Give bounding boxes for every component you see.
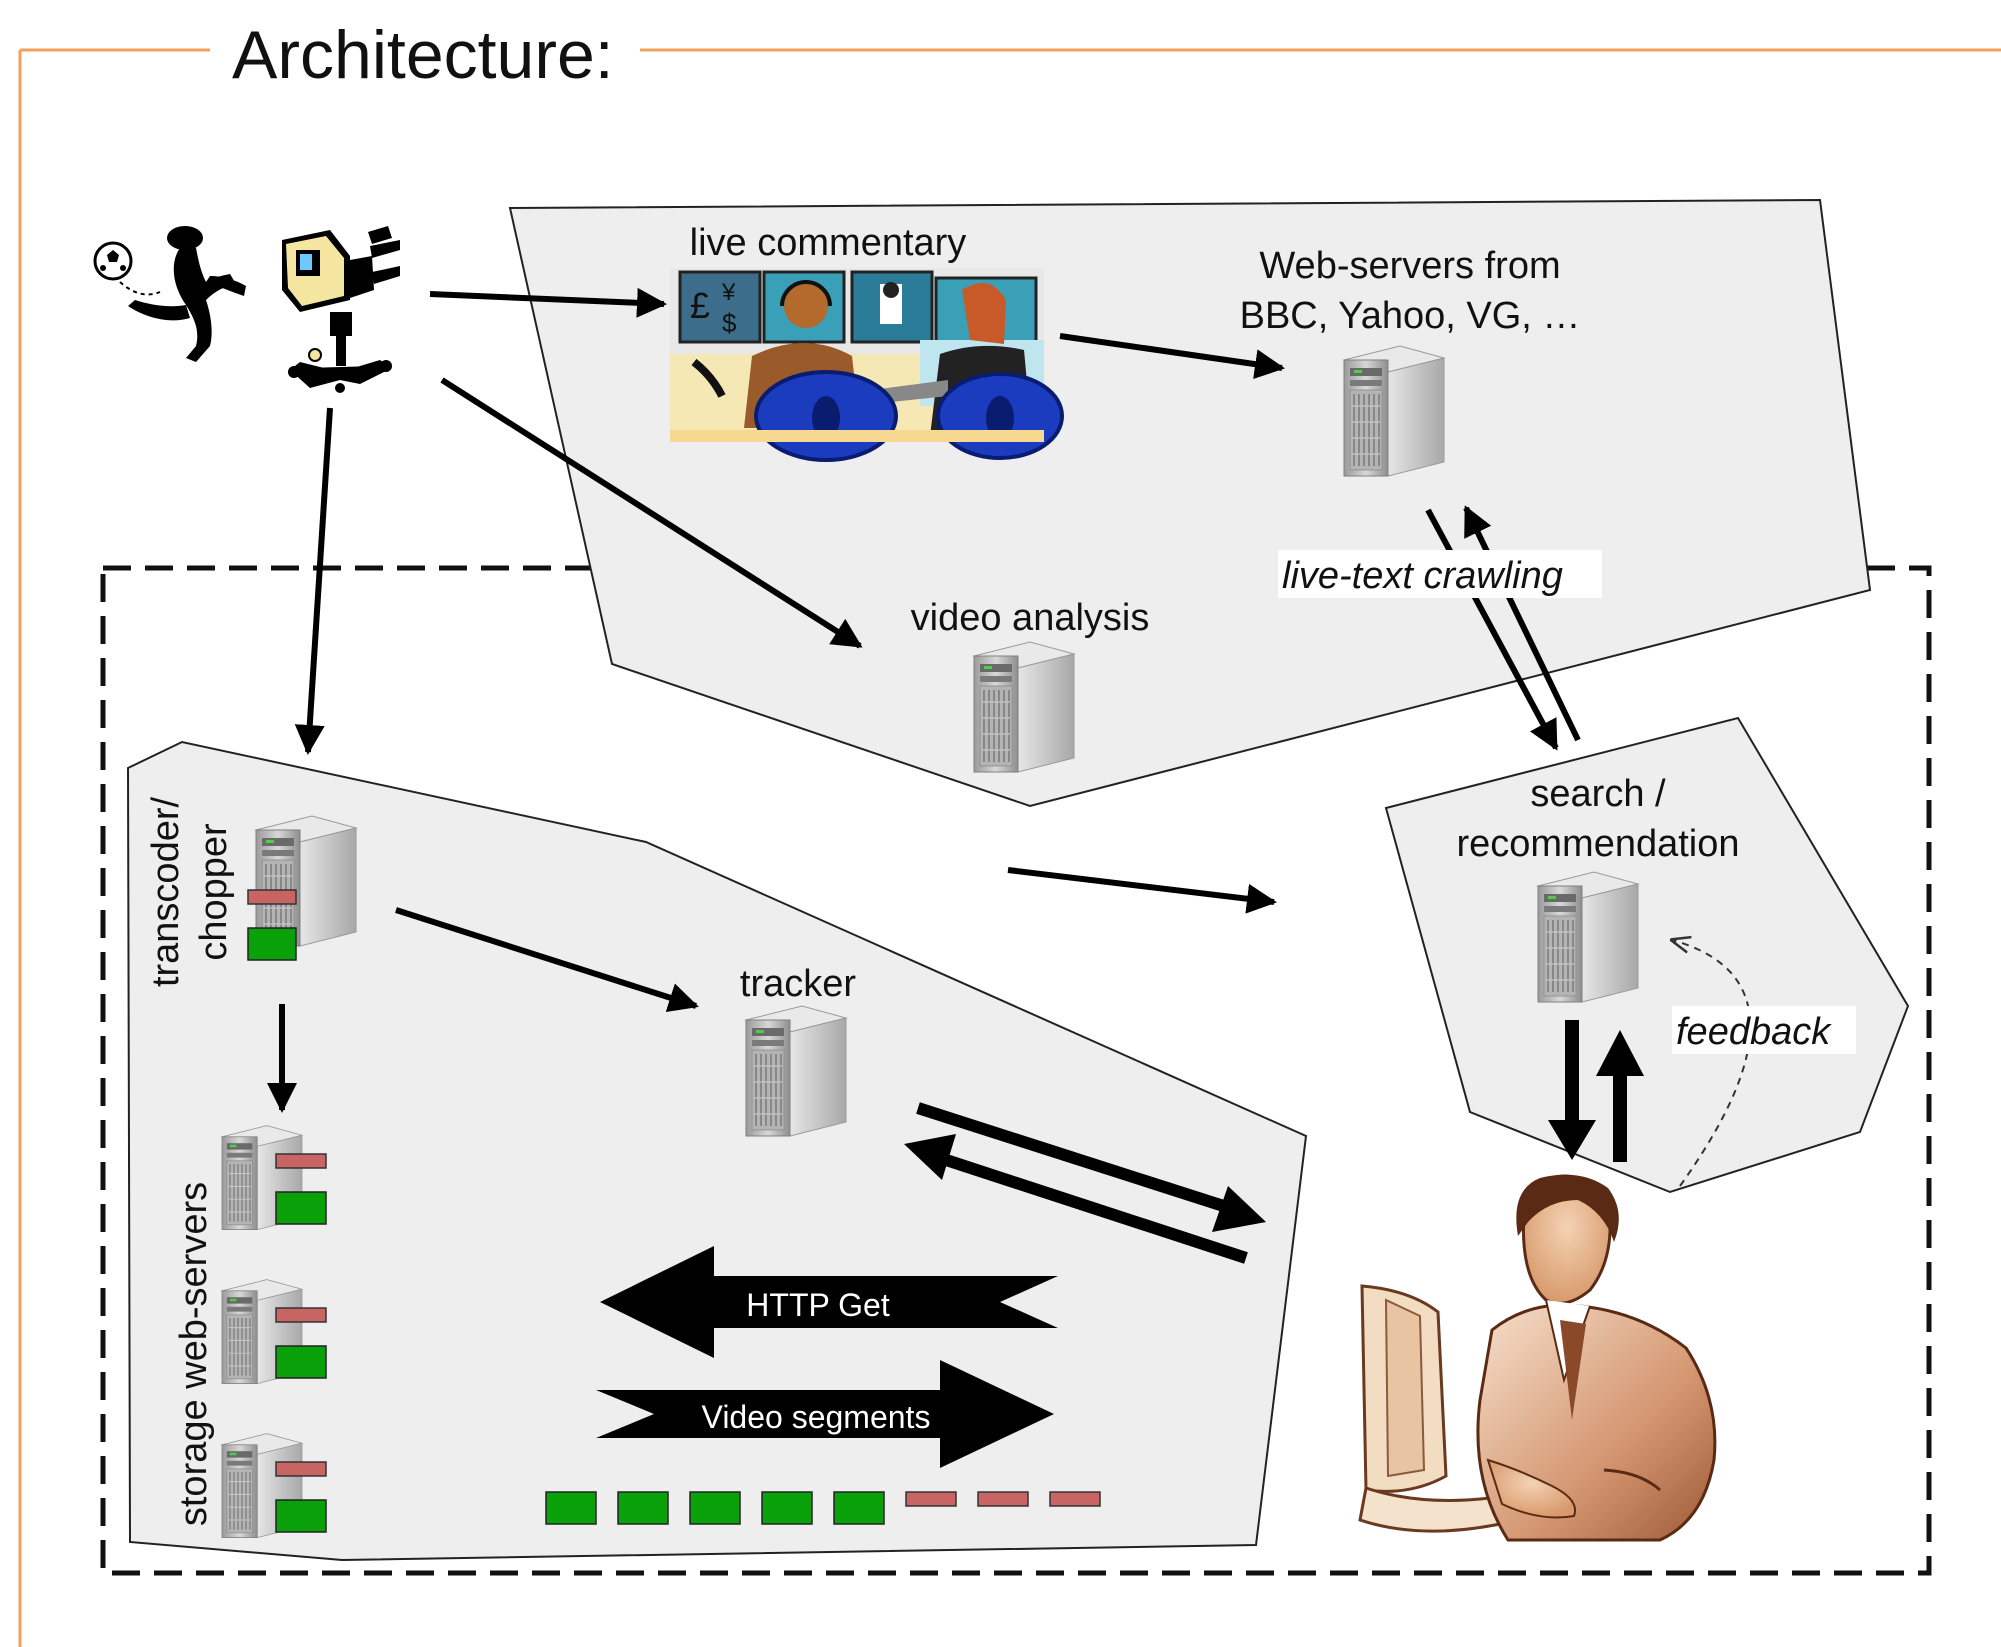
transcoder-label-line1: transcoder/ [145,797,187,988]
web-servers-label-line1: Web-servers from [1259,245,1560,287]
web-server-icon [1343,345,1445,477]
search-server-icon [1537,871,1639,1003]
commentary-studio-image: £ ¥ $ [670,268,1064,462]
live-text-crawling-label: live-text crawling [1282,555,1563,597]
delivery-region [126,740,1308,1562]
video-analysis-server-icon [973,641,1075,773]
search-user-arrows [1548,1020,1644,1162]
video-analysis-label: video analysis [911,597,1150,639]
server-segments [247,889,327,1533]
feedback-label: feedback [1676,1011,1832,1053]
svg-text:£: £ [690,285,710,326]
search-region [1384,716,1910,1194]
page-title: Architecture: [212,10,634,100]
tracker-label: tracker [740,963,856,1005]
video-segments-label: Video segments [702,1399,931,1435]
storage-label: storage web-servers [173,1182,215,1526]
http-get-arrow [600,1246,1058,1358]
flow-arrows [267,287,1581,1113]
search-label-line1: search / [1530,773,1666,815]
svg-text:¥: ¥ [721,279,736,306]
web-servers-label-line2: BBC, Yahoo, VG, … [1240,295,1581,337]
slide-frame [18,48,2001,1647]
system-boundary [100,565,1932,1576]
transcoder-server-icon [255,815,357,947]
search-label-line2: recommendation [1456,823,1739,865]
tv-camera-icon [282,226,400,393]
feedback-arrow [1672,940,1752,1187]
svg-text:$: $ [722,308,737,338]
tracker-server-icon [745,1005,847,1137]
diagram-labels: live commentary Web-servers from BBC, Ya… [145,222,1856,1526]
transcoder-label-line2: chopper [193,823,235,961]
video-segments-arrow [596,1360,1054,1468]
soccer-player-icon [93,226,246,362]
segment-stream [545,1491,1101,1525]
tracker-user-arrows [904,1102,1266,1264]
http-get-label: HTTP Get [746,1287,890,1323]
live-commentary-label: live commentary [690,222,967,264]
user-at-computer-image [1358,1174,1717,1542]
